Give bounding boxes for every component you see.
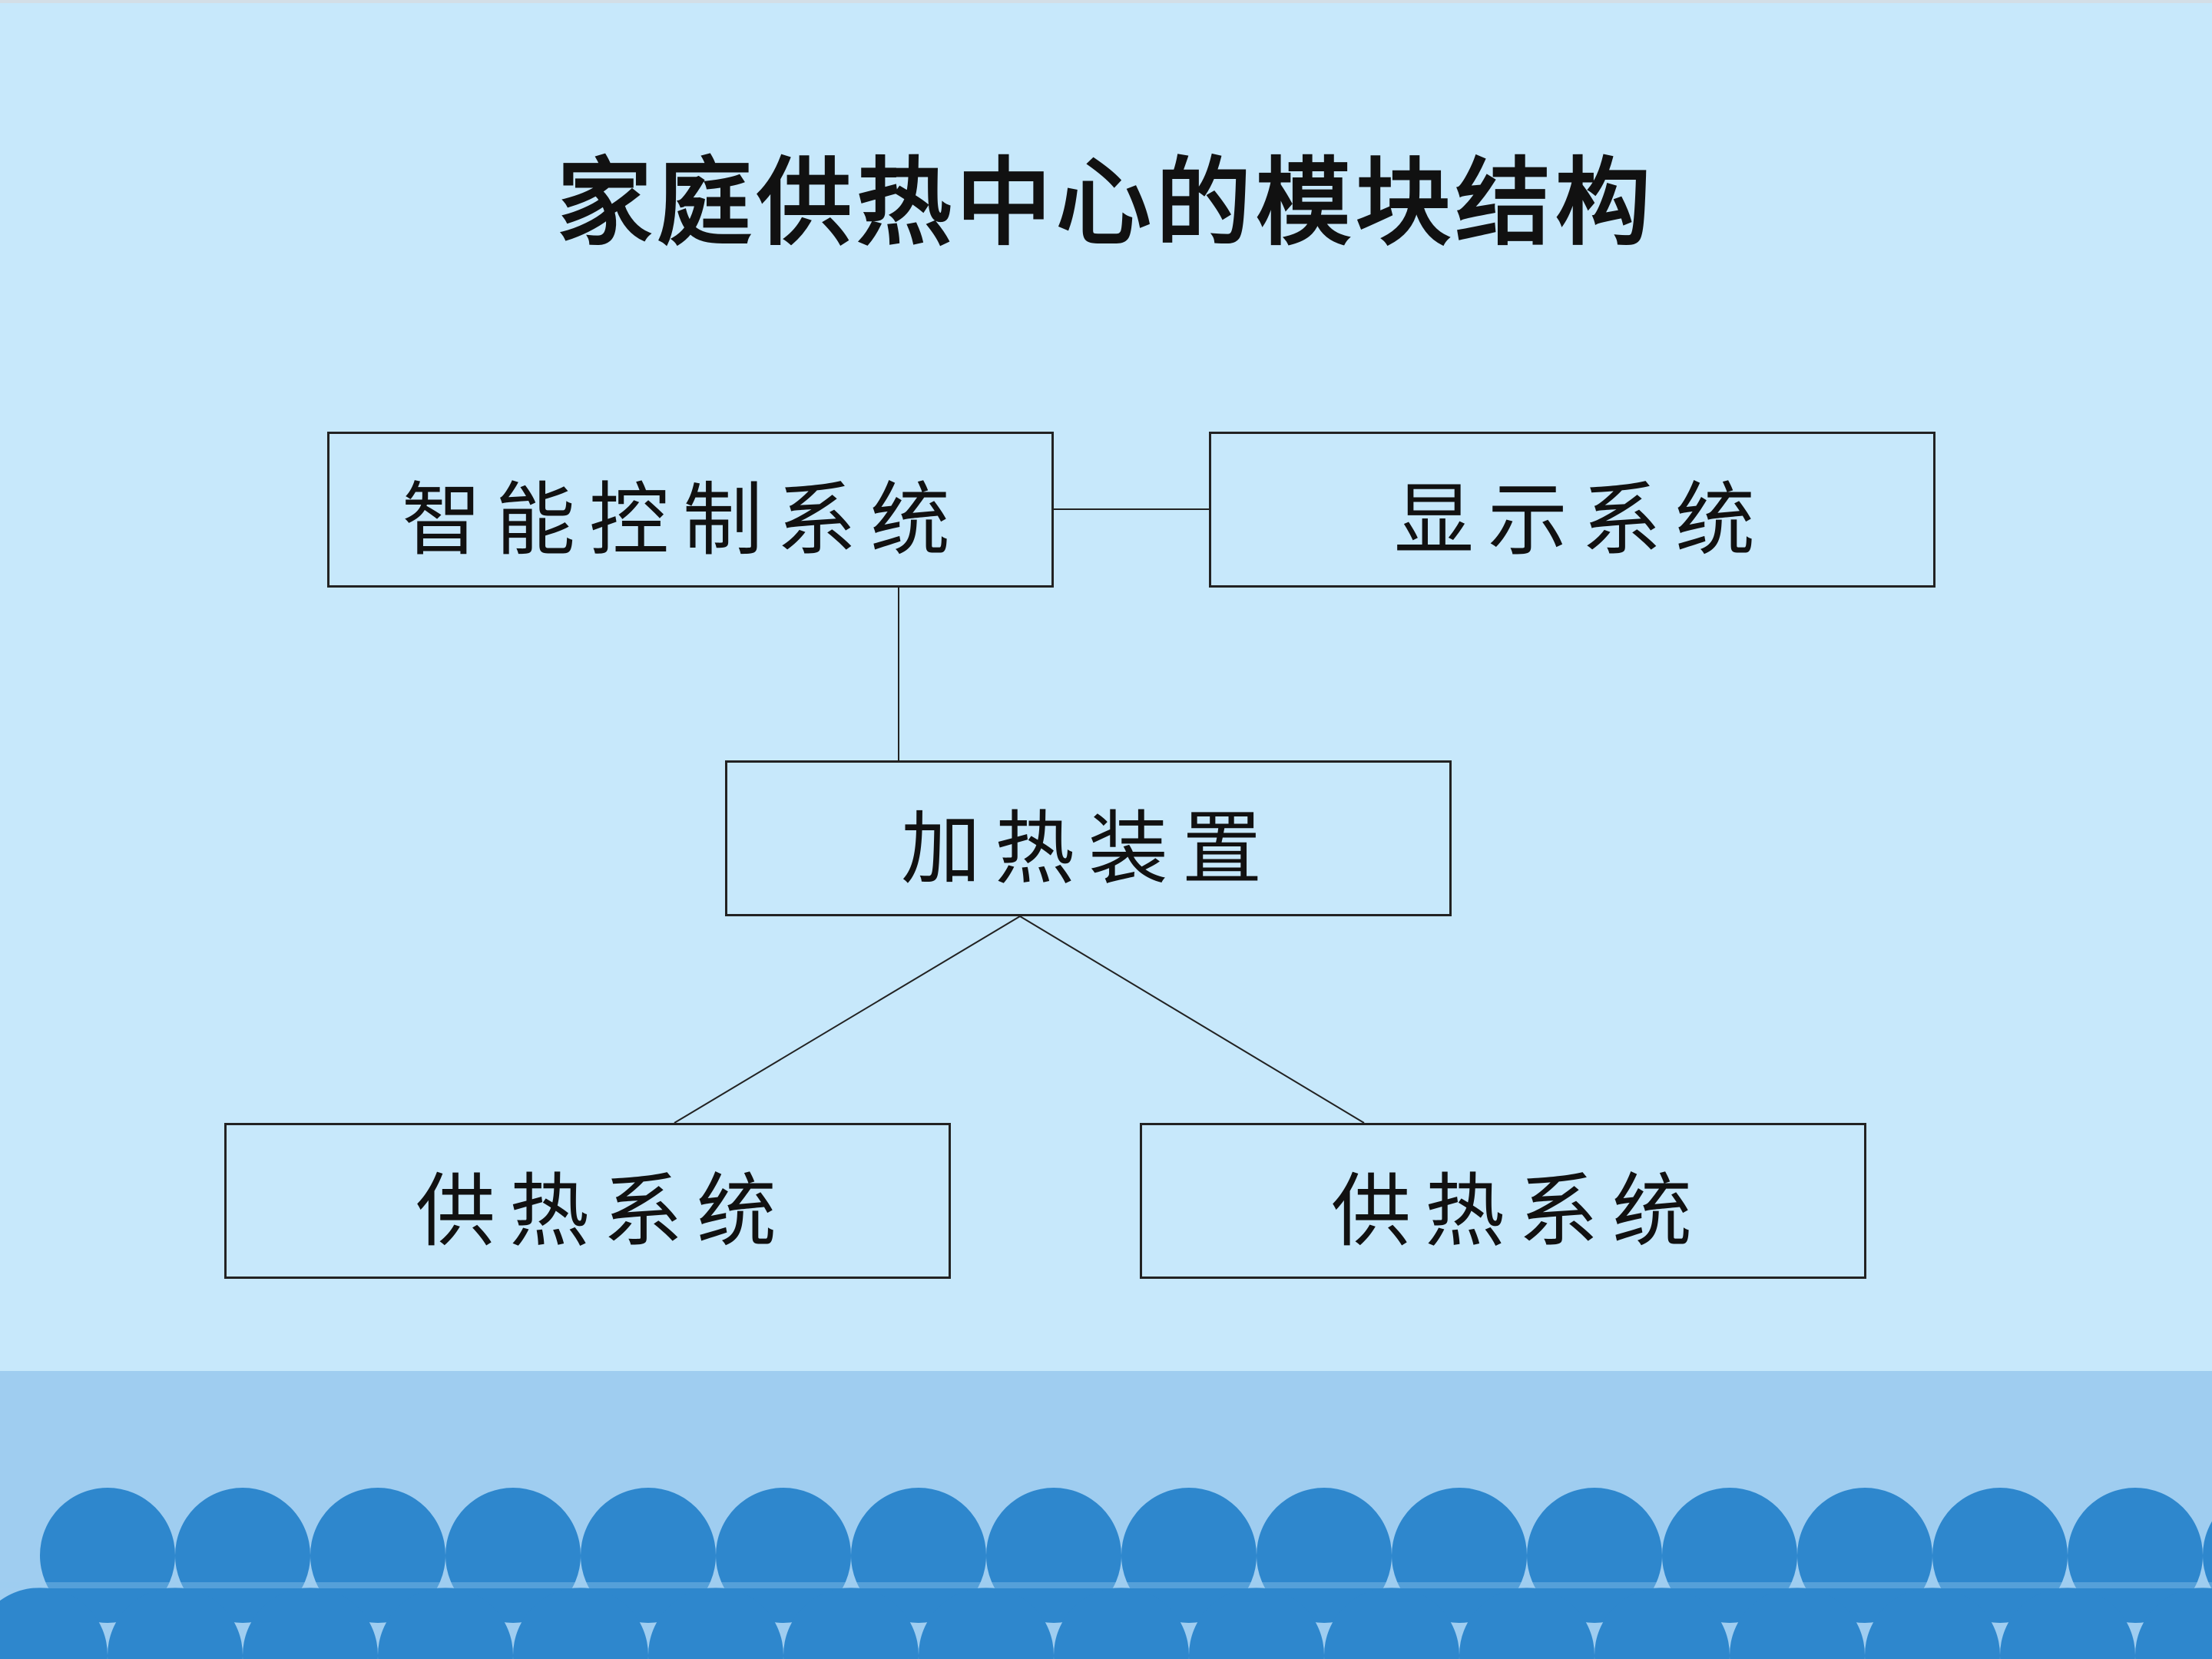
wave-scallop (1054, 1588, 1189, 1659)
wave-scallop (2068, 1488, 2203, 1623)
wave-scallop (1865, 1588, 2000, 1659)
wave-scallop (40, 1488, 175, 1623)
wave-scallop (108, 1588, 243, 1659)
node-smart-control: 智能控制系统 (327, 432, 1054, 588)
wave-scallop (1121, 1488, 1257, 1623)
node-heater: 加热装置 (725, 760, 1452, 916)
node-supply-right-label: 供热系统 (1330, 1164, 1706, 1258)
node-supply-left-label: 供热系统 (415, 1164, 790, 1258)
wave-scallop (2000, 1588, 2135, 1659)
wave-scallop (1392, 1488, 1527, 1623)
wave-scallop (0, 1588, 108, 1659)
wave-scallop (648, 1588, 783, 1659)
wave-scallop (851, 1488, 986, 1623)
wave-decoration (0, 1488, 2212, 1659)
node-supply-left: 供热系统 (224, 1123, 951, 1279)
wave-scallop (310, 1488, 445, 1623)
node-supply-right: 供热系统 (1140, 1123, 1866, 1279)
wave-scallop (1662, 1488, 1797, 1623)
node-smart-control-label: 智能控制系统 (401, 473, 964, 567)
wave-highlight (0, 1582, 2212, 1588)
wave-scallop (1324, 1588, 1459, 1659)
wave-scallop (581, 1488, 716, 1623)
wave-scallop (1797, 1488, 1932, 1623)
wave-row-front (0, 1582, 2212, 1659)
wave-scallop (716, 1488, 851, 1623)
wave-scallop (1932, 1488, 2068, 1623)
node-display-label: 显示系统 (1393, 473, 1769, 567)
slide-title: 家庭供热中心的模块结构 (556, 147, 1655, 259)
connector-heater-supply-right (1019, 916, 1365, 1124)
wave-scallop (919, 1588, 1054, 1659)
wave-scallop (1730, 1588, 1865, 1659)
wave-scallop (2135, 1588, 2212, 1659)
wave-row-back (40, 1488, 2212, 1623)
wave-scallop (243, 1588, 378, 1659)
wave-scallop (2203, 1521, 2212, 1590)
wave-scallop (1594, 1588, 1730, 1659)
connector-heater-supply-left (674, 916, 1021, 1124)
top-strip (0, 0, 2212, 3)
wave-scallop (378, 1588, 513, 1659)
wave-scallop (175, 1488, 310, 1623)
node-heater-label: 加热装置 (900, 802, 1276, 896)
wave-scallop (1459, 1588, 1594, 1659)
wave-scallop (513, 1588, 648, 1659)
wave-scallop (1257, 1488, 1392, 1623)
wave-scallop (986, 1488, 1121, 1623)
wave-scallop (783, 1588, 919, 1659)
wave-scallop (1527, 1488, 1662, 1623)
node-display: 显示系统 (1209, 432, 1936, 588)
wave-scallop (1189, 1588, 1324, 1659)
wave-scallop (445, 1488, 581, 1623)
